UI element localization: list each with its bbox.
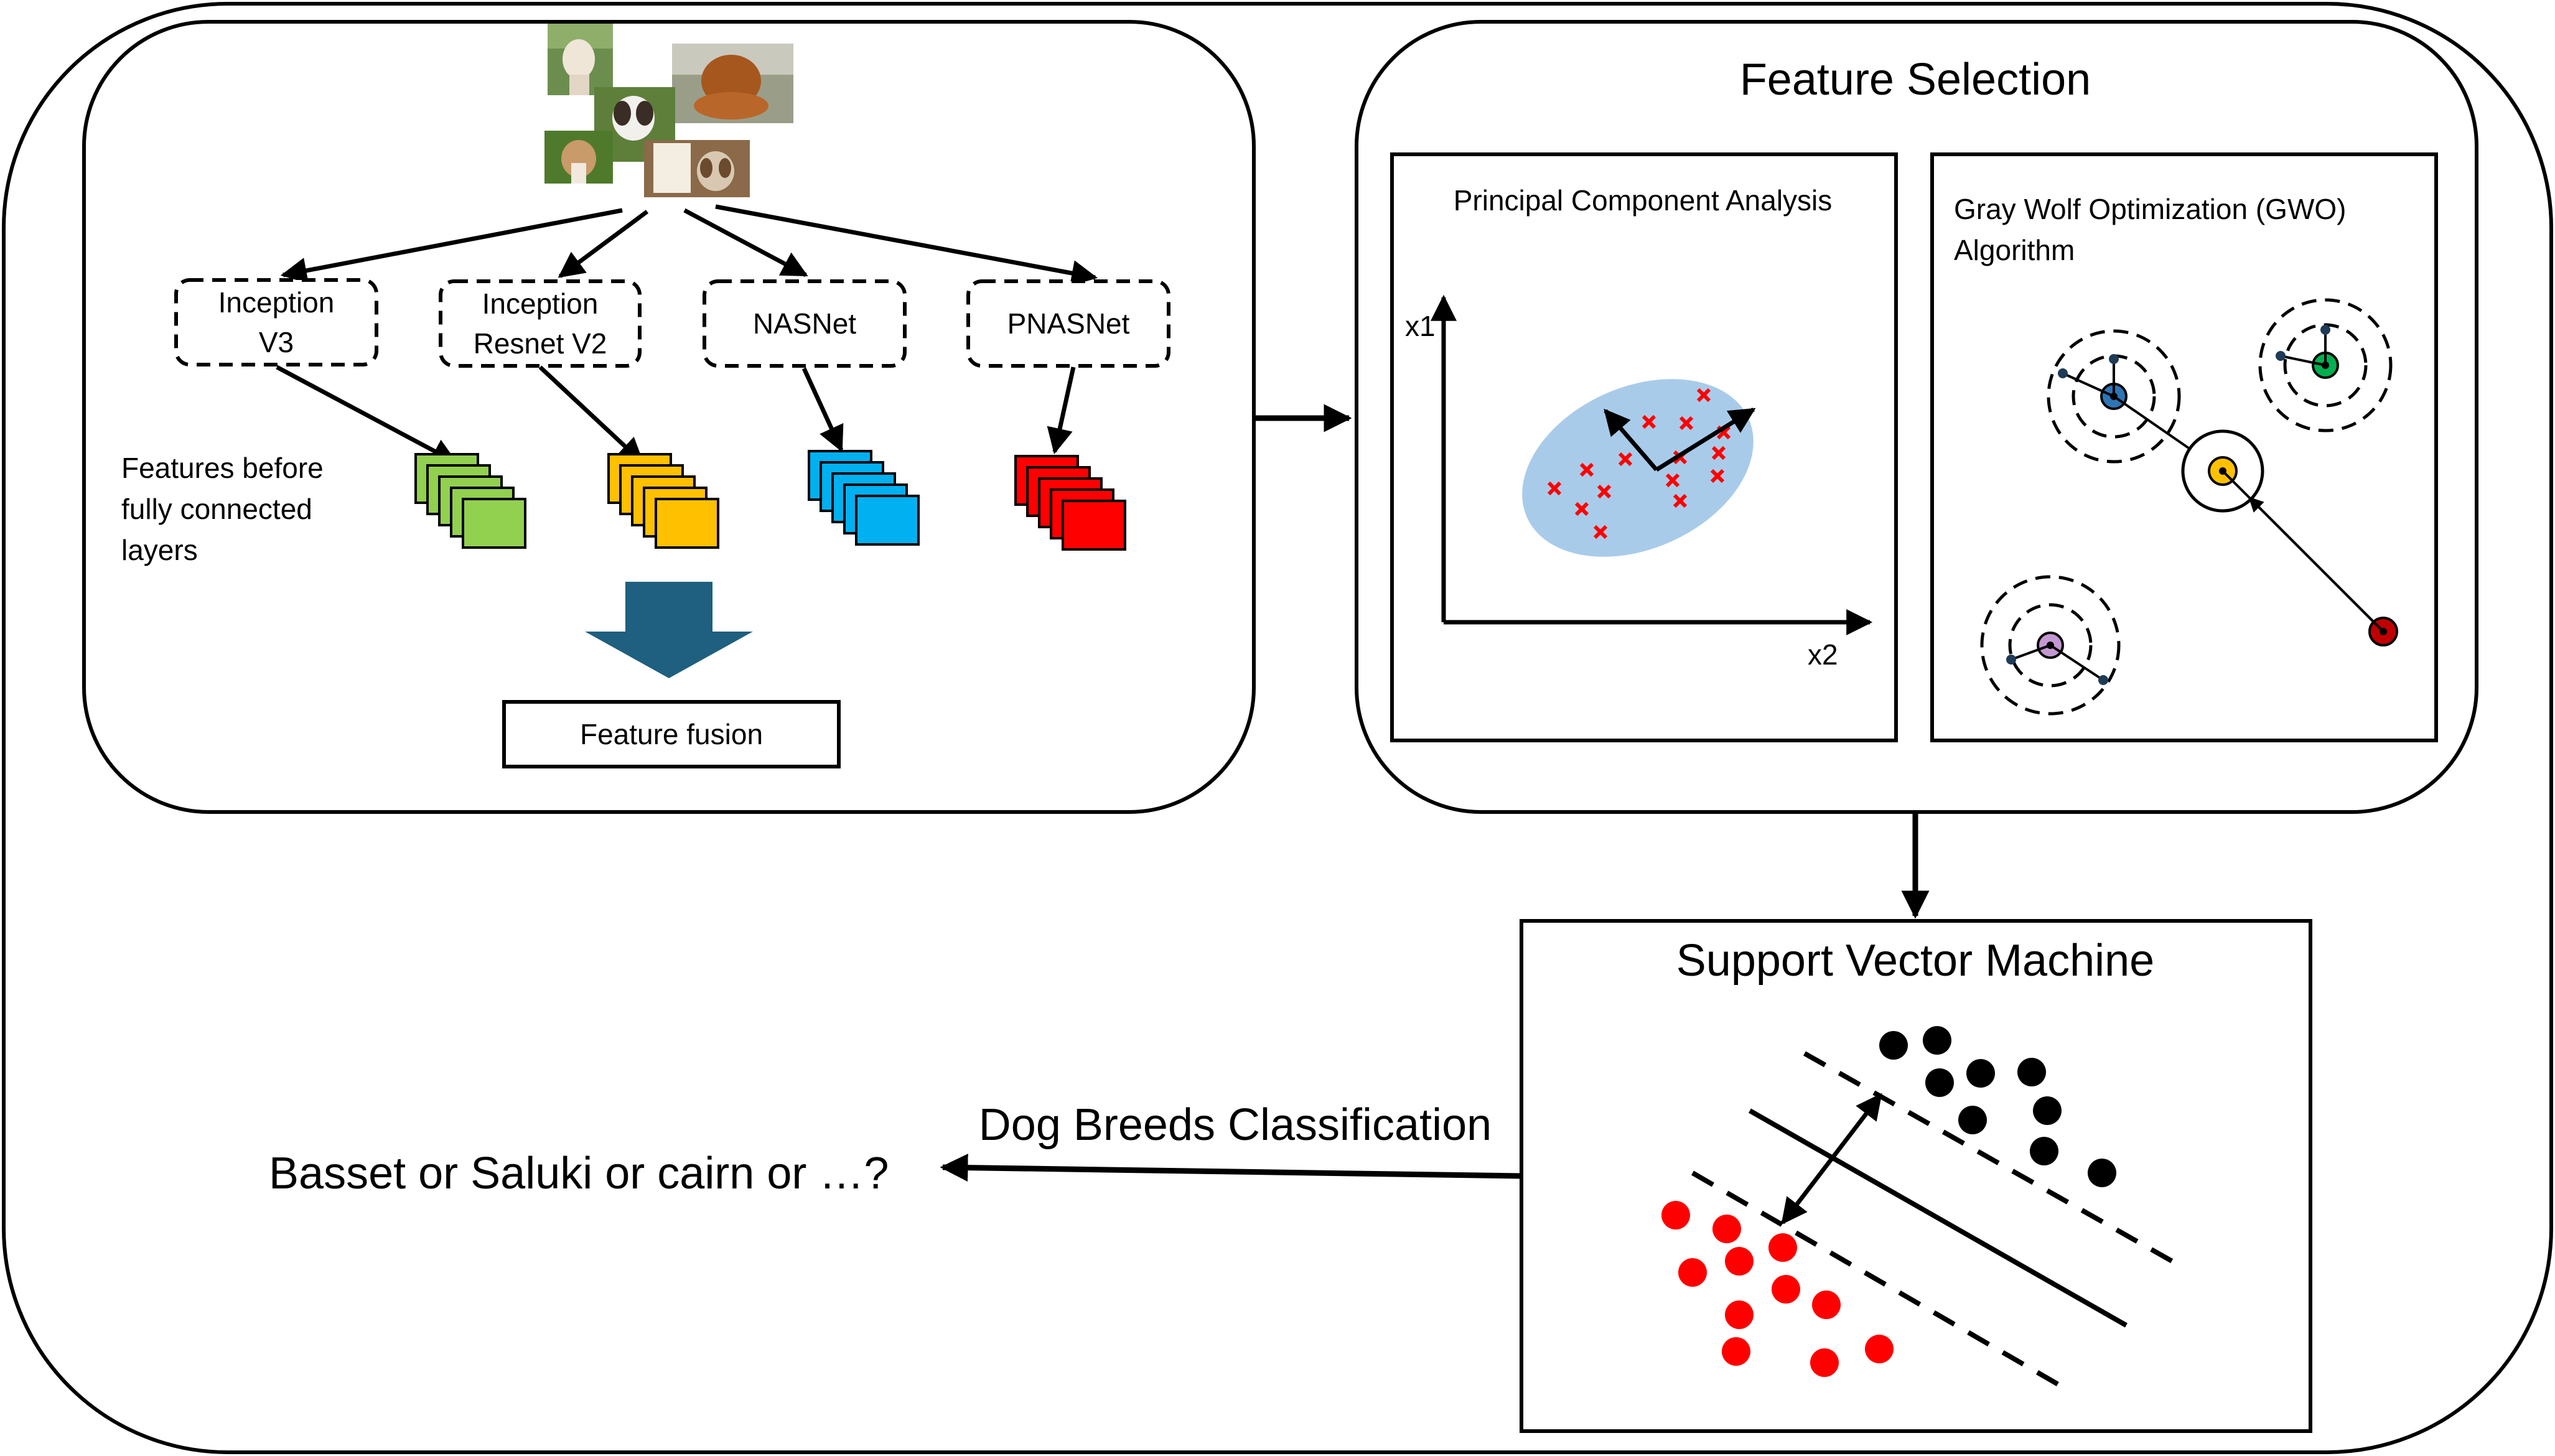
dog-image-collage xyxy=(544,24,793,197)
backbone-box: PNASNet xyxy=(966,279,1170,368)
gwo-box: Gray Wolf Optimization (GWO) Algorithm xyxy=(1930,152,2438,742)
dog-photo xyxy=(544,131,613,184)
svm-data-points xyxy=(1661,1026,2116,1377)
svm-point-class-a xyxy=(2088,1159,2116,1187)
svm-point-class-a xyxy=(1958,1106,1987,1134)
svm-point-class-b xyxy=(1712,1215,1741,1243)
svm-point-class-b xyxy=(1772,1275,1800,1304)
fusion-arrow xyxy=(585,582,753,678)
pca-point xyxy=(1547,481,1562,496)
pca-box: Principal Component Analysis x1 x2 xyxy=(1390,152,1898,742)
feature-stack xyxy=(414,453,526,549)
feature-map xyxy=(1062,500,1126,551)
svm-point-class-a xyxy=(1966,1059,1995,1088)
feature-stack xyxy=(808,450,920,546)
stack-arrows xyxy=(276,365,1076,465)
feature-selection-title: Feature Selection xyxy=(1740,55,2091,105)
dog-photo xyxy=(644,140,750,197)
pca-point xyxy=(1579,462,1594,477)
svm-point-class-b xyxy=(1810,1348,1839,1377)
svm-point-class-a xyxy=(1879,1031,1908,1060)
svm-point-class-a xyxy=(1925,1068,1954,1097)
gwo-wolf-purple xyxy=(1980,575,2121,716)
backbone-label: PNASNet xyxy=(1007,307,1130,340)
pca-point xyxy=(1597,484,1612,499)
svm-panel: Support Vector Machine xyxy=(1520,919,2312,1433)
pca-y-axis-label: x1 xyxy=(1405,310,1436,342)
svm-panel-frame xyxy=(1520,919,2312,1433)
dog-photo xyxy=(548,24,613,95)
svm-point-class-b xyxy=(1722,1337,1750,1366)
pca-point xyxy=(1711,446,1726,460)
svm-point-class-b xyxy=(1661,1201,1690,1230)
feature-stack xyxy=(1014,455,1126,551)
principal-component-1 xyxy=(1655,408,1756,472)
feature-fusion-box xyxy=(502,700,841,768)
svm-margin-lower xyxy=(1691,1170,2071,1393)
gwo-wolf-green xyxy=(2258,298,2393,432)
svm-title: Support Vector Machine xyxy=(1676,936,2154,986)
svm-margin-arrow xyxy=(1781,1093,1882,1225)
pca-title: Principal Component Analysis xyxy=(1454,184,1833,217)
pca-point xyxy=(1642,414,1656,429)
pca-point xyxy=(1673,493,1688,508)
selection-panel-frame xyxy=(1355,20,2478,814)
pca-point xyxy=(1710,469,1725,483)
pca-point xyxy=(1696,388,1711,403)
svm-point-class-b xyxy=(1812,1290,1841,1319)
pca-point xyxy=(1618,452,1633,467)
svm-point-class-a xyxy=(2033,1096,2062,1125)
pca-point xyxy=(1574,502,1589,516)
principal-component-2 xyxy=(1604,408,1658,472)
gwo-title: Gray Wolf Optimization (GWO) Algorithm xyxy=(1954,193,2354,266)
features-note: Features before fully connected layers xyxy=(121,452,332,566)
svm-point-class-b xyxy=(1768,1233,1797,1262)
svm-point-class-b xyxy=(1678,1258,1707,1287)
svm-point-class-a xyxy=(2030,1137,2058,1165)
feature-map-stacks xyxy=(414,450,1126,551)
extraction-panel-frame xyxy=(82,20,1256,814)
feature-selection-panel: Feature Selection Principal Component An… xyxy=(1355,20,2478,814)
svm-point-class-a xyxy=(2017,1058,2046,1086)
backbone-arrows xyxy=(280,204,1098,286)
svm-point-class-b xyxy=(1725,1300,1754,1329)
gwo-connection xyxy=(2113,395,2192,450)
pca-point xyxy=(1679,416,1694,431)
classification-arrow xyxy=(940,1154,1522,1182)
dog-photo xyxy=(594,87,675,162)
gwo-move-arrow xyxy=(2248,497,2385,633)
feature-map xyxy=(462,498,526,549)
pca-point xyxy=(1593,525,1608,539)
feature-fusion-label: Feature fusion xyxy=(580,718,763,750)
gwo-box-frame xyxy=(1930,152,2438,742)
pca-x-axis-label: x2 xyxy=(1808,638,1838,671)
classification-question: Basset or Saluki or cairn or …? xyxy=(269,1149,889,1198)
svm-hyperplane xyxy=(1749,1108,2128,1328)
classification-label: Dog Breeds Classification xyxy=(979,1100,1492,1150)
backbone-label: NASNet xyxy=(753,307,856,340)
pca-box-frame xyxy=(1390,152,1898,742)
pca-data-ellipse xyxy=(1522,379,1754,557)
dog-photo xyxy=(672,44,793,123)
svm-point-class-b xyxy=(1865,1335,1894,1363)
feature-stack xyxy=(607,453,719,549)
svm-point-class-a xyxy=(1923,1026,1951,1055)
feature-map xyxy=(855,495,920,546)
feature-map xyxy=(655,498,719,549)
backbone-box: NASNet xyxy=(703,279,907,368)
pca-point xyxy=(1665,473,1680,488)
svm-point-class-b xyxy=(1725,1247,1754,1276)
svm-margin-upper xyxy=(1803,1051,2182,1269)
